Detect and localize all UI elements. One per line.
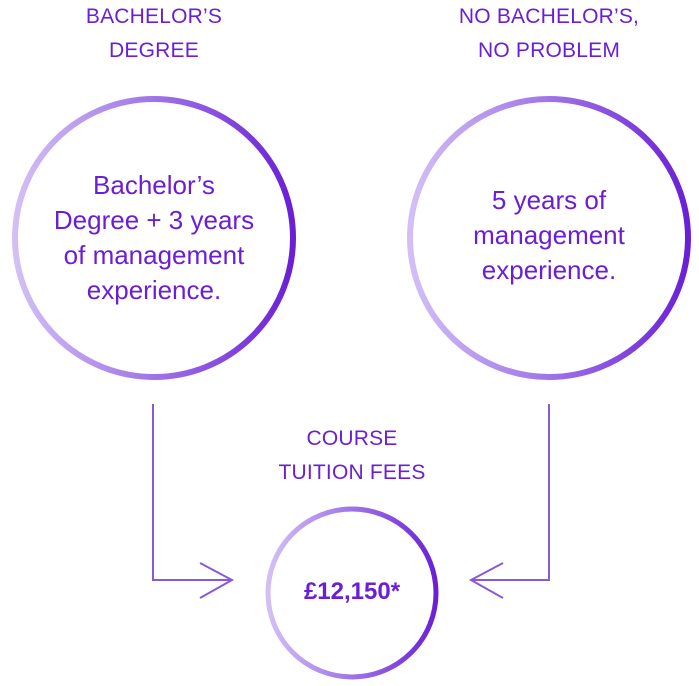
left-requirement-line: of management bbox=[63, 240, 245, 270]
right-heading-line: NO BACHELOR’S, bbox=[458, 5, 640, 28]
right-option-circle bbox=[407, 96, 691, 380]
right-requirement-line: experience. bbox=[481, 255, 617, 285]
left-requirement-line: Bachelor’s bbox=[93, 170, 215, 200]
right-heading-line: NO PROBLEM bbox=[477, 39, 621, 62]
fees-circle bbox=[265, 506, 439, 680]
left-option-requirement: Bachelor’s Degree + 3 years of managemen… bbox=[34, 168, 274, 308]
fees-value: £12,150* bbox=[303, 578, 401, 605]
fees-heading: COURSE TUITION FEES bbox=[242, 422, 462, 490]
left-option-circle bbox=[12, 96, 296, 380]
right-requirement-line: 5 years of bbox=[491, 185, 607, 215]
fees-heading-line: TUITION FEES bbox=[278, 461, 426, 484]
right-option-heading: NO BACHELOR’S, NO PROBLEM bbox=[429, 0, 669, 68]
left-requirement-line: experience. bbox=[86, 275, 222, 305]
right-requirement-line: management bbox=[473, 220, 625, 250]
left-arrow-icon bbox=[152, 404, 235, 599]
right-arrow-icon bbox=[468, 404, 550, 599]
left-requirement-line: Degree + 3 years bbox=[53, 205, 255, 235]
left-heading-line: BACHELOR’S bbox=[85, 5, 223, 28]
left-heading-line: DEGREE bbox=[109, 39, 199, 62]
right-option-requirement: 5 years of management experience. bbox=[439, 183, 659, 288]
fees-heading-line: COURSE bbox=[306, 427, 398, 450]
left-option-heading: BACHELOR’S DEGREE bbox=[54, 0, 254, 68]
